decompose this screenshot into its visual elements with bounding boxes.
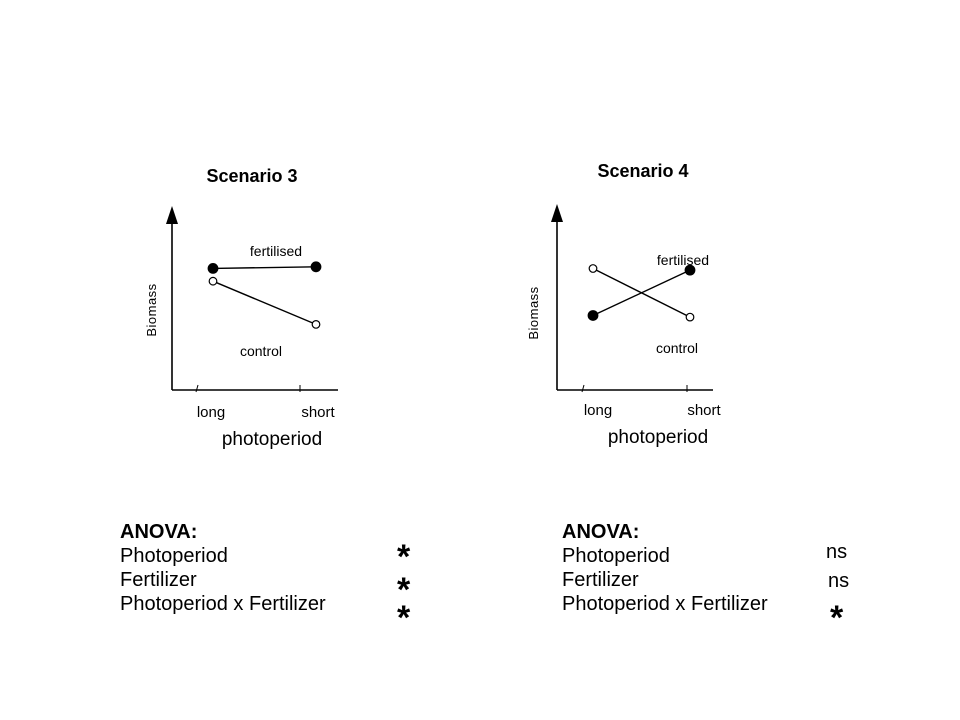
data-point-control-short — [685, 312, 695, 322]
data-point-control-long — [588, 264, 598, 273]
y-axis-label: Biomass — [144, 283, 159, 336]
chart-title: Scenario 3 — [206, 166, 297, 186]
data-point-fertilised-short — [684, 264, 696, 276]
x-tick-mark — [195, 384, 199, 393]
anova-result: ns — [828, 570, 850, 592]
anova-row-label: Photoperiod x Fertilizer — [120, 593, 326, 615]
x-tick-label: short — [301, 404, 335, 421]
anova-row-label: Photoperiod — [562, 545, 670, 567]
series-line-control — [212, 280, 317, 326]
x-tick-label: long — [584, 402, 612, 419]
chart-panel-scenario-3: Scenario 3 Biomass long short photoperio… — [144, 166, 338, 450]
x-axis-label: photoperiod — [222, 429, 322, 450]
anova-result: ns — [826, 541, 848, 563]
anova-heading: ANOVA: — [120, 521, 198, 543]
anova-heading: ANOVA: — [562, 521, 640, 543]
plot-marks — [207, 261, 322, 329]
data-point-fertilised-long — [207, 263, 219, 274]
y-axis-arrow — [166, 206, 178, 224]
anova-table-scenario-3: ANOVA: Photoperiod Fertilizer Photoperio… — [120, 520, 326, 616]
anova-row-label: Photoperiod x Fertilizer — [562, 593, 768, 615]
series-line-fertilised — [212, 266, 317, 270]
series-line-control — [592, 267, 691, 318]
y-axis-label: Biomass — [526, 286, 541, 339]
anova-result: * — [397, 571, 411, 609]
series-label-control: control — [240, 343, 282, 359]
anova-table-scenario-4: ANOVA: Photoperiod Fertilizer Photoperio… — [562, 520, 768, 616]
anova-row-label: Fertilizer — [120, 569, 197, 591]
x-tick-label: long — [197, 404, 225, 421]
anova-result: * — [397, 538, 411, 576]
anova-result: * — [397, 599, 411, 637]
series-label-fertilised: fertilised — [250, 243, 302, 259]
data-point-fertilised-long — [587, 310, 599, 321]
series-label-fertilised: fertilised — [657, 252, 709, 268]
anova-result: * — [830, 599, 844, 637]
x-tick-label: short — [687, 402, 721, 419]
chart-panel-scenario-4: Scenario 4 Biomass long short photoperio… — [526, 161, 722, 448]
x-axis-label: photoperiod — [608, 427, 708, 448]
data-point-control-long — [208, 276, 218, 286]
plot-marks — [587, 264, 696, 322]
data-point-control-short — [311, 320, 321, 329]
chart-title: Scenario 4 — [597, 161, 688, 181]
series-label-control: control — [656, 340, 698, 356]
x-tick-mark — [581, 384, 585, 393]
data-point-fertilised-short — [310, 261, 322, 273]
anova-row-label: Fertilizer — [562, 569, 639, 591]
anova-row-label: Photoperiod — [120, 545, 228, 567]
y-axis-arrow — [551, 204, 563, 222]
